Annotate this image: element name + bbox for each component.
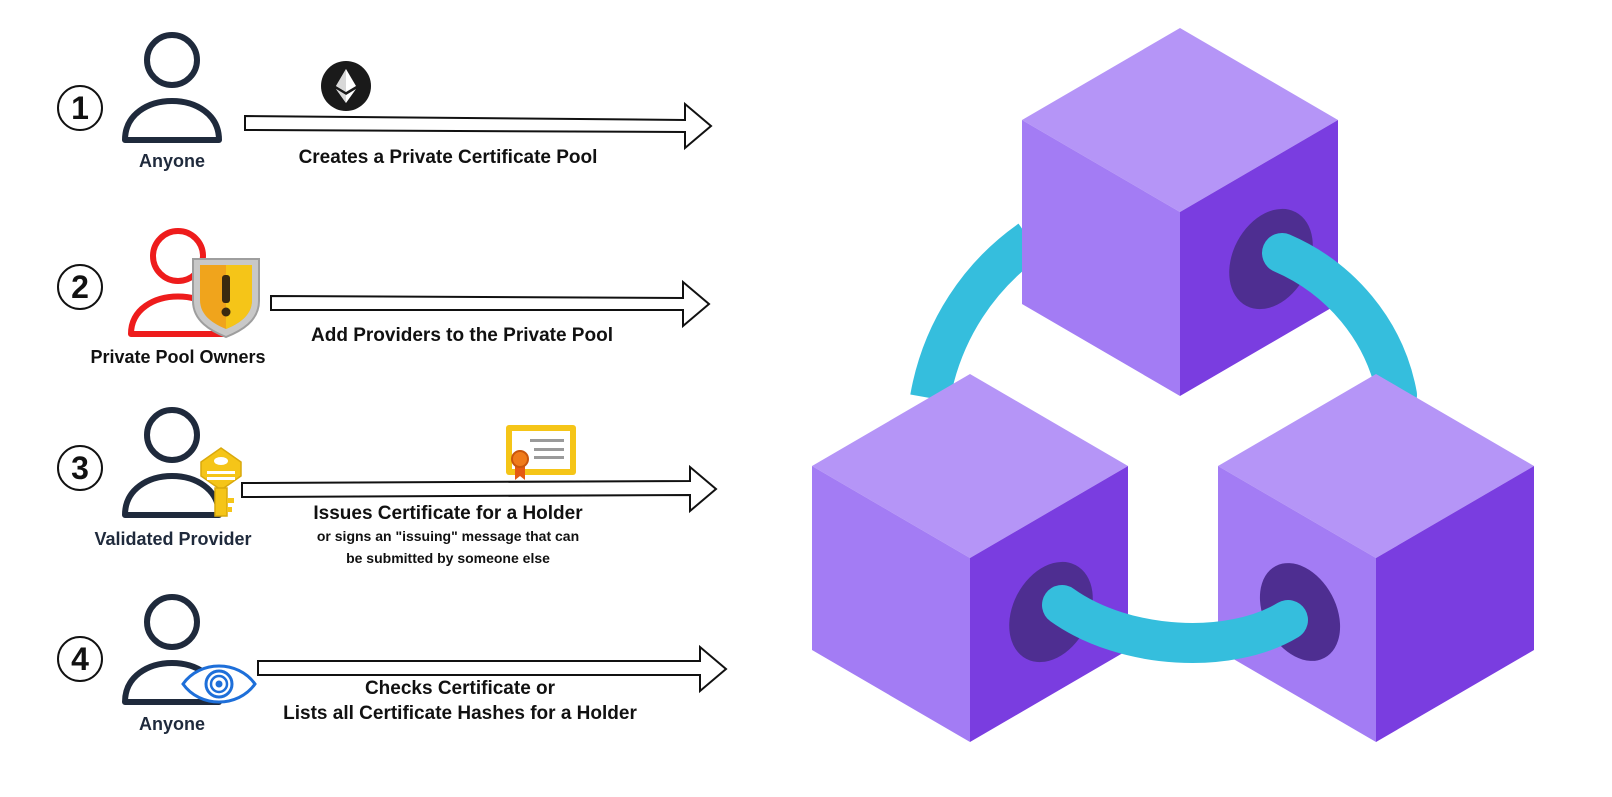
step-1-arrow (244, 101, 713, 151)
person-icon (122, 32, 222, 143)
step-4-number: 4 (57, 636, 103, 682)
step-3-note-line-2: be submitted by someone else (346, 550, 550, 566)
step-3-note-line-1: or signs an "issuing" message that can (316, 528, 580, 544)
link-arc-bottom (1042, 585, 1308, 663)
top-cube (1022, 28, 1338, 396)
link-arc-left (910, 223, 1042, 402)
ethereum-icon (321, 61, 371, 111)
step-3-action: Issues Certificate for a Holder (313, 503, 583, 524)
step-2-arrow (270, 279, 711, 329)
shield-icon (192, 258, 260, 339)
key-icon (200, 447, 242, 517)
step-3-role: Validated Provider (94, 529, 252, 549)
step-3-arrow (241, 464, 718, 514)
step-3-number: 3 (57, 445, 103, 491)
link-arc-right (1262, 233, 1417, 415)
step-4-arrow (257, 644, 728, 694)
step-4-action-line-1: Checks Certificate or (364, 678, 556, 699)
step-1-number: 1 (57, 85, 103, 131)
eye-icon (181, 664, 257, 704)
right-cube (1218, 374, 1534, 742)
left-cube (812, 374, 1128, 742)
step-1-action: Creates a Private Certificate Pool (298, 147, 598, 168)
step-2-number: 2 (57, 264, 103, 310)
step-1-role: Anyone (138, 151, 206, 171)
step-2-action: Add Providers to the Private Pool (311, 325, 613, 346)
certificate-icon (506, 425, 576, 480)
step-2-role: Private Pool Owners (90, 347, 266, 367)
step-4-role: Anyone (138, 714, 206, 734)
step-4-action-line-2: Lists all Certificate Hashes for a Holde… (283, 703, 637, 724)
